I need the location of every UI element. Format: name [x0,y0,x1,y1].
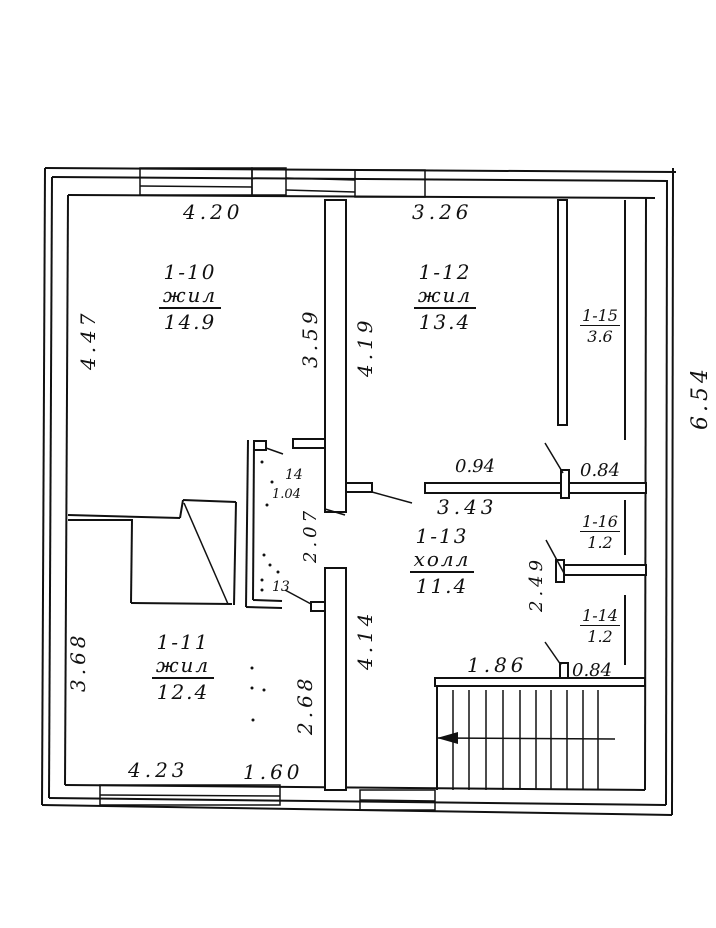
hall-side-a: 4.14 [353,609,377,670]
room-type: холл [409,549,475,573]
room-1-16-label: 1-16 1.2 [572,514,628,551]
room-1-10-depth: 4.47 [76,309,100,370]
room-id: 1-11 [156,630,210,654]
room-area: 1.2 [587,627,613,646]
room-id: 1-15 [580,306,620,326]
windows [99,167,436,811]
closet-bottom-number: 13 [272,579,290,595]
stair-direction-arrow-icon [437,732,458,744]
door-dim-a: 0.94 [455,456,496,477]
room-area: 12.4 [156,680,210,704]
hall-width: 3.43 [437,495,498,519]
room-1-14-label: 1-14 1.2 [572,608,628,645]
room-1-12-width: 3.26 [412,200,473,224]
room-id: 1-10 [163,260,217,284]
room-area: 3.6 [587,327,613,346]
closet-top-label: 1.04 [272,487,301,502]
door-dim-c: 0.84 [572,660,613,681]
room-1-13-label: 1-13 холл 11.4 [392,526,492,596]
room-1-11-width: 4.23 [128,758,189,782]
room-area: 11.4 [415,574,469,598]
room-1-11-side: 2.68 [293,674,317,735]
room-id: 1-14 [580,606,620,626]
room-id: 1-12 [418,260,472,284]
room-area: 13.4 [418,310,472,334]
overall-height-dim: 6.54 [688,365,713,430]
hall-side-c: 1.86 [467,653,528,677]
room-type: жил [158,285,222,309]
room-1-11-label: 1-11 жил 12.4 [118,632,248,702]
room-1-10-label: 1-10 жил 14.9 [120,262,260,332]
room-1-11-depth: 3.68 [66,631,90,692]
room-type: жил [413,285,477,309]
room-1-11-extra: 1.60 [243,760,304,784]
room-1-12-label: 1-12 жил 13.4 [385,262,505,332]
room-1-10-width: 4.20 [183,200,244,224]
room-1-15-label: 1-15 3.6 [572,308,628,345]
room-id: 1-13 [415,524,469,548]
room-1-10-side: 3.59 [298,307,322,368]
closet-top-number: 14 [285,467,303,483]
door-dim-b: 0.84 [580,460,621,481]
hall-side-b: 2.49 [526,555,547,612]
room-id: 1-16 [580,512,620,532]
room-area: 14.9 [163,310,217,334]
interior-walls [67,199,647,791]
room-area: 1.2 [587,533,613,552]
staircase [434,677,646,790]
room-type: жил [151,655,215,679]
room-1-12-depth: 4.19 [353,316,377,377]
closet-dim: 2.07 [300,506,321,563]
closet-dotted-outline [250,460,280,722]
